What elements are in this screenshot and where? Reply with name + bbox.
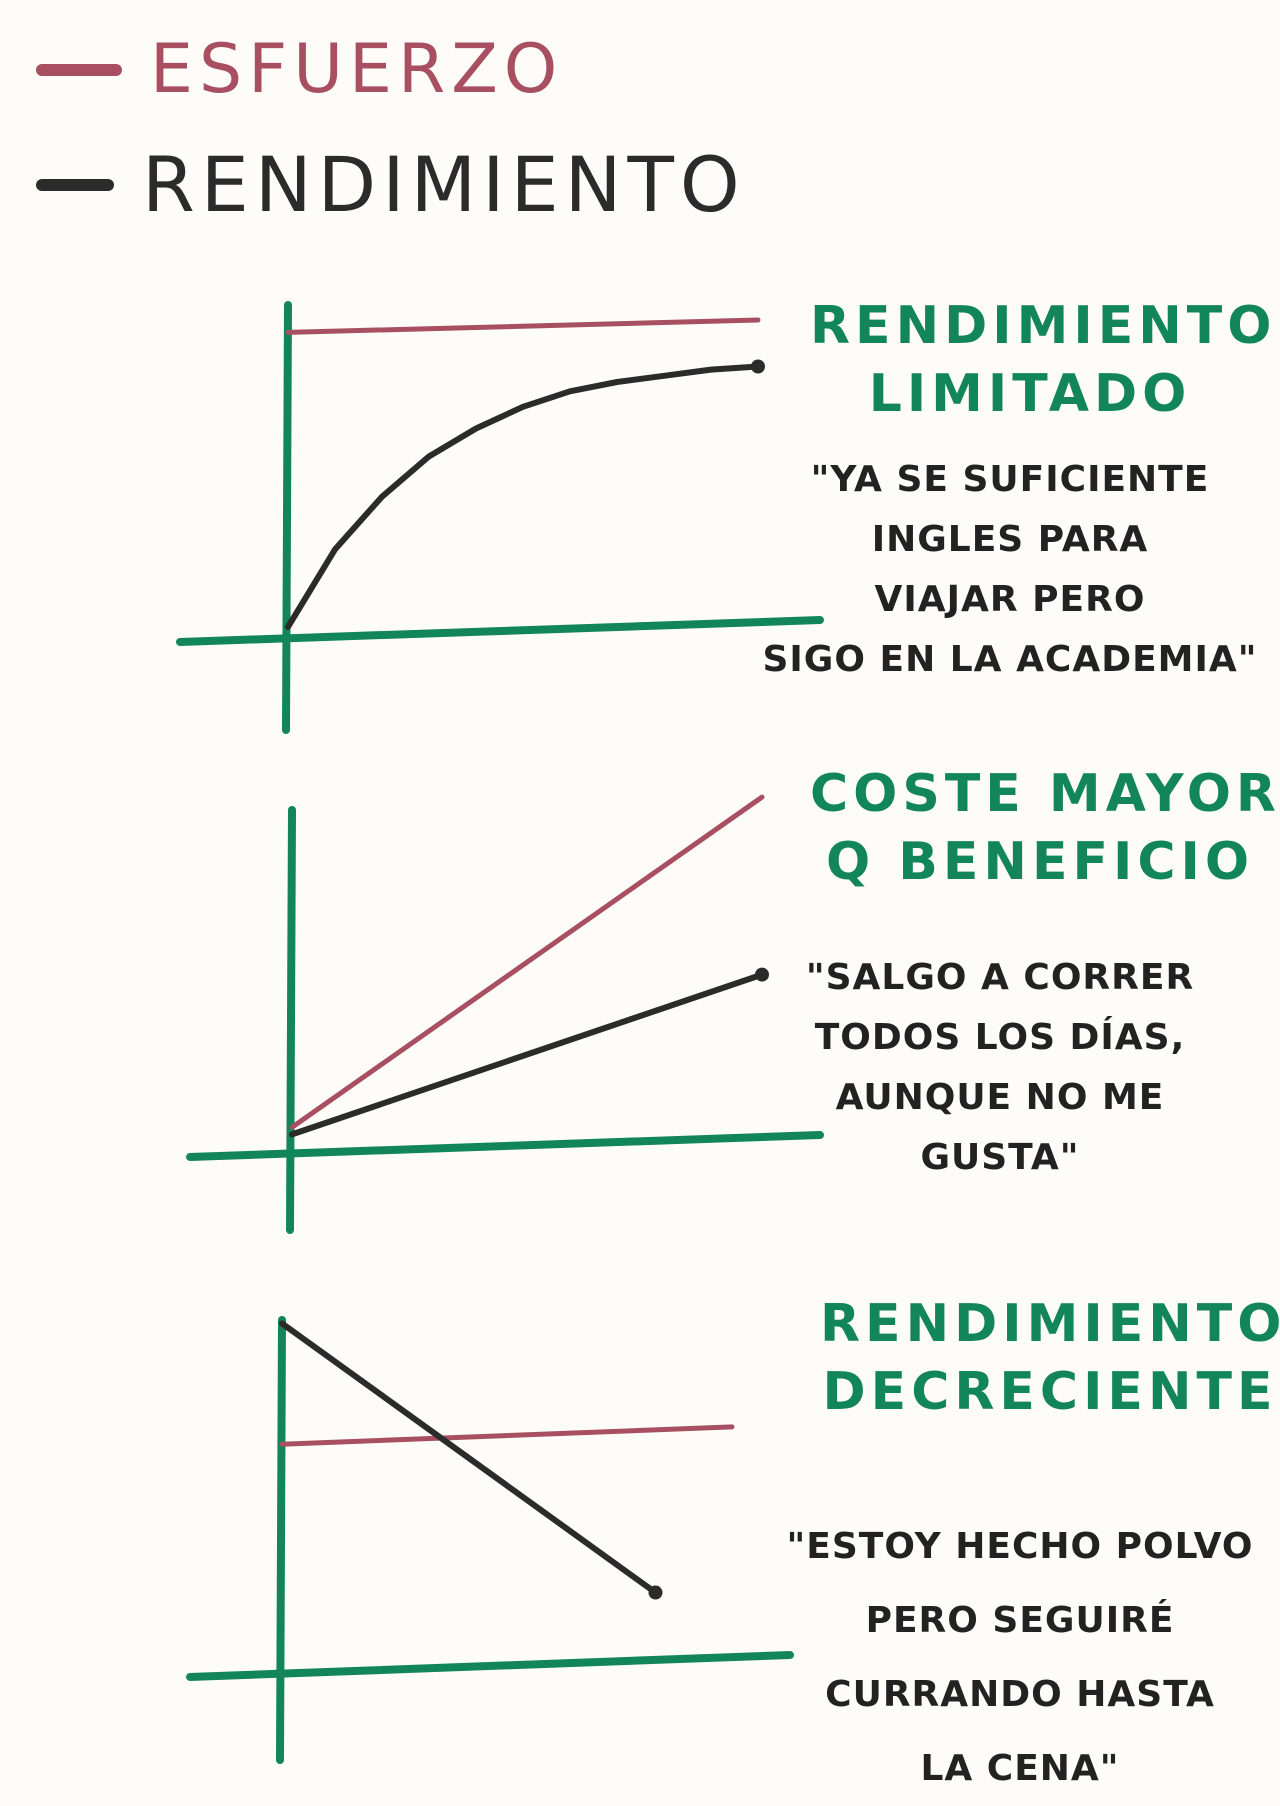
chart-title-line: RENDIMIENTO [820, 1294, 1280, 1354]
quote-line: "YA SE SUFICIENTE [810, 459, 1210, 500]
legend-item-performance: RENDIMIENTO [36, 140, 746, 229]
quote-line: GUSTA" [920, 1137, 1080, 1178]
series-end-marker-performance [751, 359, 765, 374]
chart-title: RENDIMIENTO LIMITADO [810, 292, 1277, 428]
series-line-effort-cost [289, 794, 765, 1130]
legend-swatch-effort [36, 63, 122, 76]
series-line-performance-limited [285, 363, 761, 630]
chart-quote: "ESTOY HECHO POLVO PERO SEGUIRÉ CURRANDO… [770, 1510, 1270, 1806]
chart-title-line: RENDIMIENTO [810, 296, 1277, 356]
chart-title-line: COSTE MAYOR [810, 764, 1280, 824]
quote-line: AUNQUE NO ME [835, 1077, 1165, 1118]
legend-item-effort: ESFUERZO [36, 30, 563, 109]
chart-title-line: DECRECIENTE [822, 1362, 1278, 1422]
x-axis [186, 1131, 824, 1161]
y-axis [276, 1316, 286, 1764]
quote-line: TODOS LOS DÍAS, [814, 1017, 1186, 1058]
chart-cost-svg [186, 794, 824, 1234]
quote-line: SIGO EN LA ACADEMIA" [762, 639, 1258, 680]
quote-line: PERO SEGUIRÉ [865, 1600, 1175, 1641]
chart-title: RENDIMIENTO DECRECIENTE [820, 1290, 1280, 1426]
legend-label-performance: RENDIMIENTO [142, 140, 746, 229]
chart-title: COSTE MAYOR Q BENEFICIO [810, 760, 1280, 896]
series-line-performance-decreasing [279, 1320, 659, 1596]
series-line-performance-cost [289, 971, 765, 1138]
chart-panel-decreasing: RENDIMIENTO DECRECIENTE "ESTOY HECHO POL… [0, 1290, 1280, 1789]
legend-label-effort: ESFUERZO [150, 30, 564, 109]
legend-swatch-performance [36, 178, 114, 191]
chart-limited-svg [176, 301, 824, 734]
series-end-marker-performance [755, 967, 769, 982]
y-axis [286, 806, 296, 1234]
chart-panel-limited: RENDIMIENTO LIMITADO "YA SE SUFICIENTE I… [0, 290, 1280, 740]
series-line-effort-decreasing [279, 1424, 735, 1447]
series-line-effort-limited [285, 317, 761, 335]
chart-decreasing-svg [186, 1316, 794, 1764]
series-end-marker-performance [648, 1585, 663, 1600]
chart-title-line: Q BENEFICIO [825, 832, 1255, 892]
x-axis [186, 1651, 794, 1681]
x-axis [176, 616, 824, 646]
chart-quote: "YA SE SUFICIENTE INGLES PARA VIAJAR PER… [760, 450, 1260, 690]
quote-line: VIAJAR PERO [874, 579, 1146, 620]
y-axis [282, 301, 292, 734]
quote-line: INGLES PARA [871, 519, 1149, 560]
chart-panel-cost: COSTE MAYOR Q BENEFICIO "SALGO A CORRER … [0, 760, 1280, 1250]
quote-line: CURRANDO HASTA [825, 1674, 1215, 1715]
chart-quote: "SALGO A CORRER TODOS LOS DÍAS, AUNQUE N… [780, 948, 1220, 1188]
quote-line: LA CENA" [920, 1748, 1120, 1789]
quote-line: "ESTOY HECHO POLVO [786, 1526, 1254, 1567]
chart-title-line: LIMITADO [868, 364, 1192, 424]
quote-line: "SALGO A CORRER [805, 957, 1195, 998]
